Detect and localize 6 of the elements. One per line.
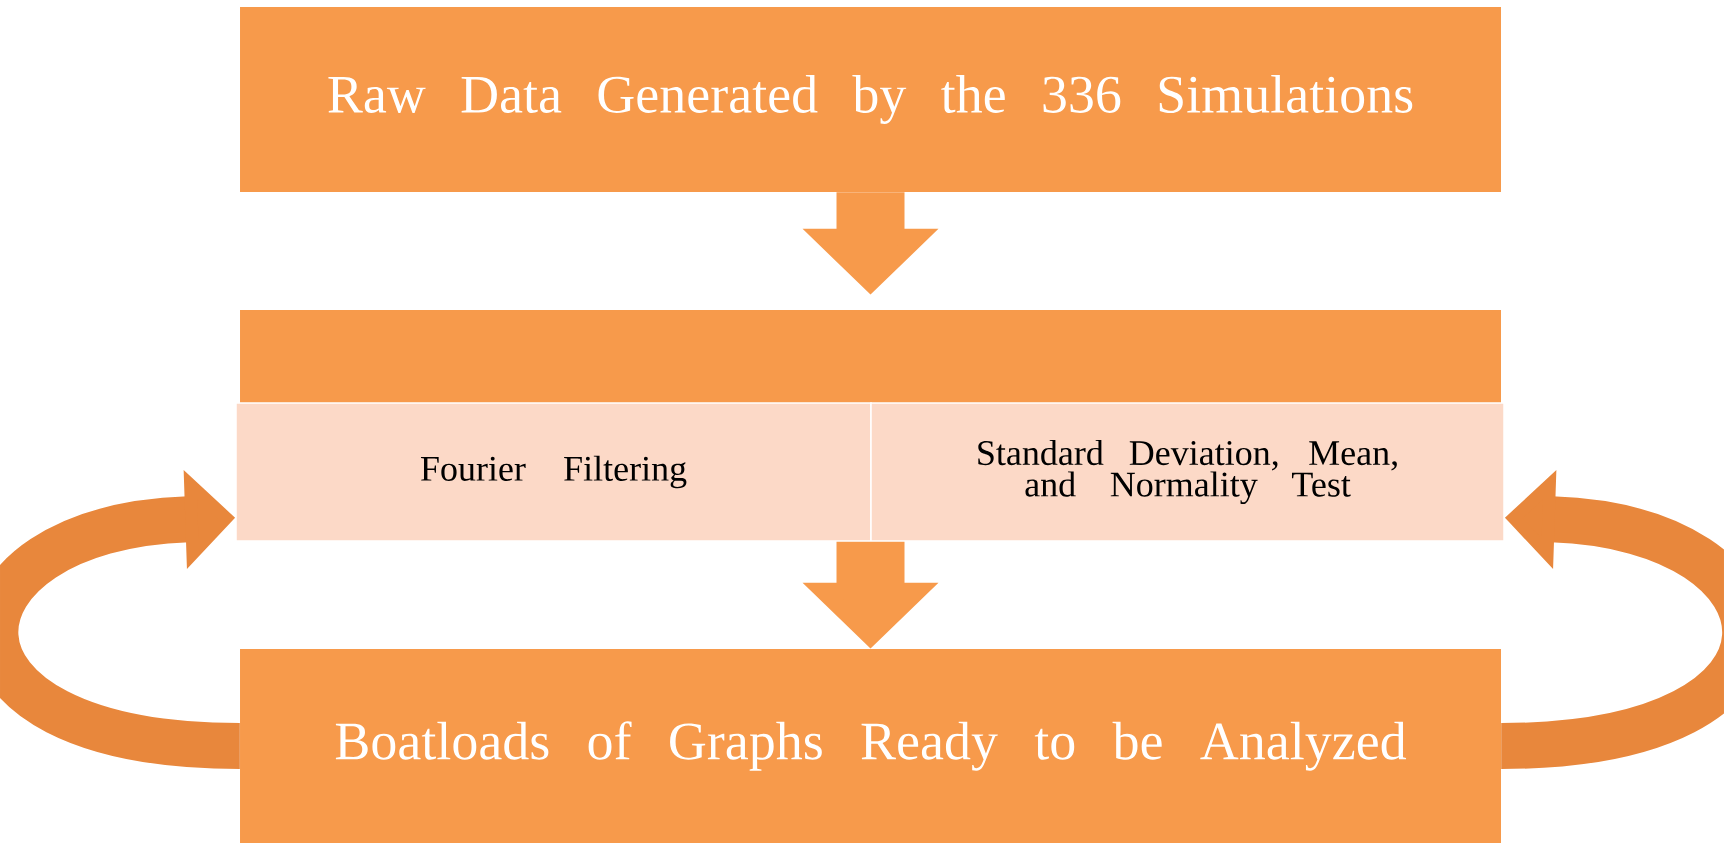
band-box: [240, 310, 1501, 403]
cell-box: Fourier Filtering: [235, 402, 872, 542]
process-box: Raw Data Generated by the 336 Simulations: [240, 7, 1501, 192]
process-box: Boatloads of Graphs Ready to be Analyzed: [240, 649, 1501, 843]
cell-box: Standard Deviation, Mean, and Normality Test: [870, 402, 1505, 542]
curved-arrow: [0, 469, 242, 769]
